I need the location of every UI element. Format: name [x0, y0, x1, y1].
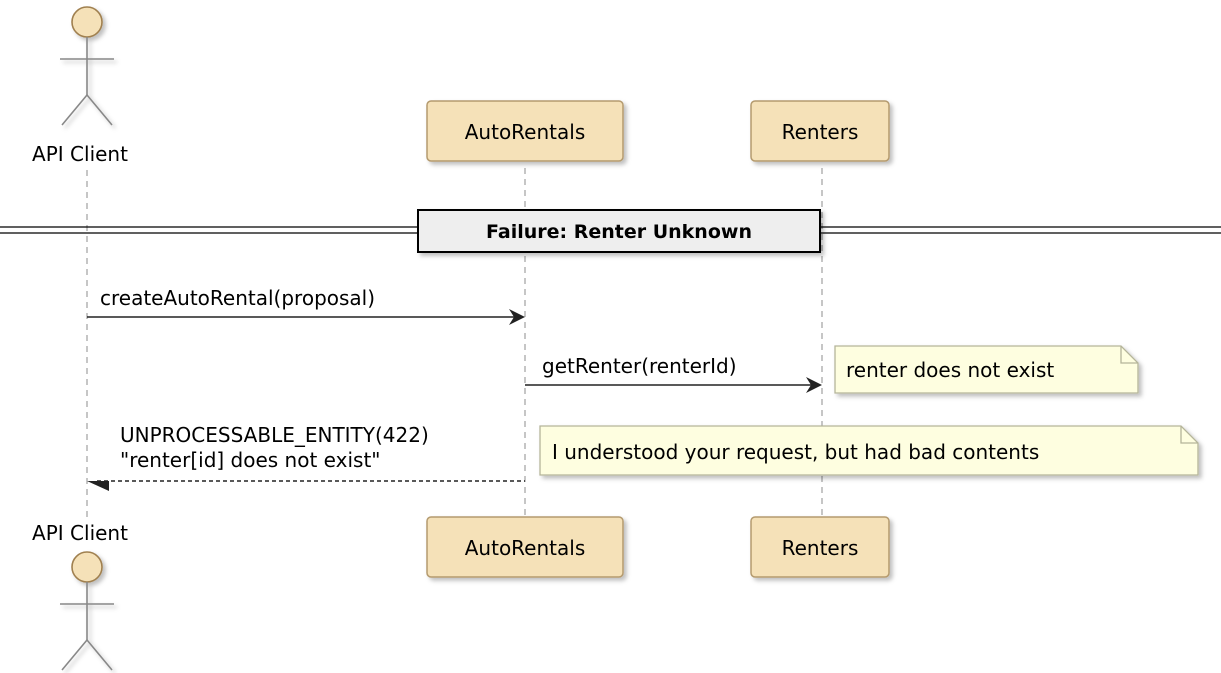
half-arrow-head-icon	[87, 481, 109, 491]
autorentals-label-bottom: AutoRentals	[465, 536, 586, 560]
renters-label-top: Renters	[782, 120, 859, 144]
arrow-head-icon	[806, 377, 822, 393]
client-label-top: API Client	[32, 142, 128, 166]
renters-box-top: Renters	[750, 100, 890, 162]
divider: Failure: Renter Unknown	[0, 209, 1221, 253]
note-renter-missing: renter does not exist	[834, 345, 1139, 394]
autorentals-box-bottom: AutoRentals	[426, 516, 624, 578]
reply-line-2: "renter[id] does not exist"	[120, 448, 380, 472]
message-create-auto-rental: createAutoRental(proposal)	[87, 286, 525, 325]
note-bad-contents: I understood your request, but had bad c…	[539, 425, 1199, 476]
client-label-bottom: API Client	[32, 521, 128, 545]
client-actor-icon	[60, 6, 114, 126]
renters-label-bottom: Renters	[782, 536, 859, 560]
note-bad-contents-text: I understood your request, but had bad c…	[552, 440, 1039, 464]
message-get-renter-label: getRenter(renterId)	[542, 354, 737, 378]
renters-box-bottom: Renters	[750, 516, 890, 578]
message-get-renter: getRenter(renterId)	[525, 354, 822, 393]
message-create-label: createAutoRental(proposal)	[100, 286, 375, 310]
arrow-head-icon	[509, 309, 525, 325]
autorentals-label-top: AutoRentals	[465, 120, 586, 144]
client-actor-icon	[60, 551, 114, 671]
reply-line-1: UNPROCESSABLE_ENTITY(422)	[120, 423, 429, 447]
autorentals-box-top: AutoRentals	[426, 100, 624, 162]
divider-label: Failure: Renter Unknown	[486, 221, 752, 243]
note-renter-missing-text: renter does not exist	[846, 358, 1054, 382]
message-unprocessable-reply: UNPROCESSABLE_ENTITY(422) "renter[id] do…	[87, 423, 525, 491]
